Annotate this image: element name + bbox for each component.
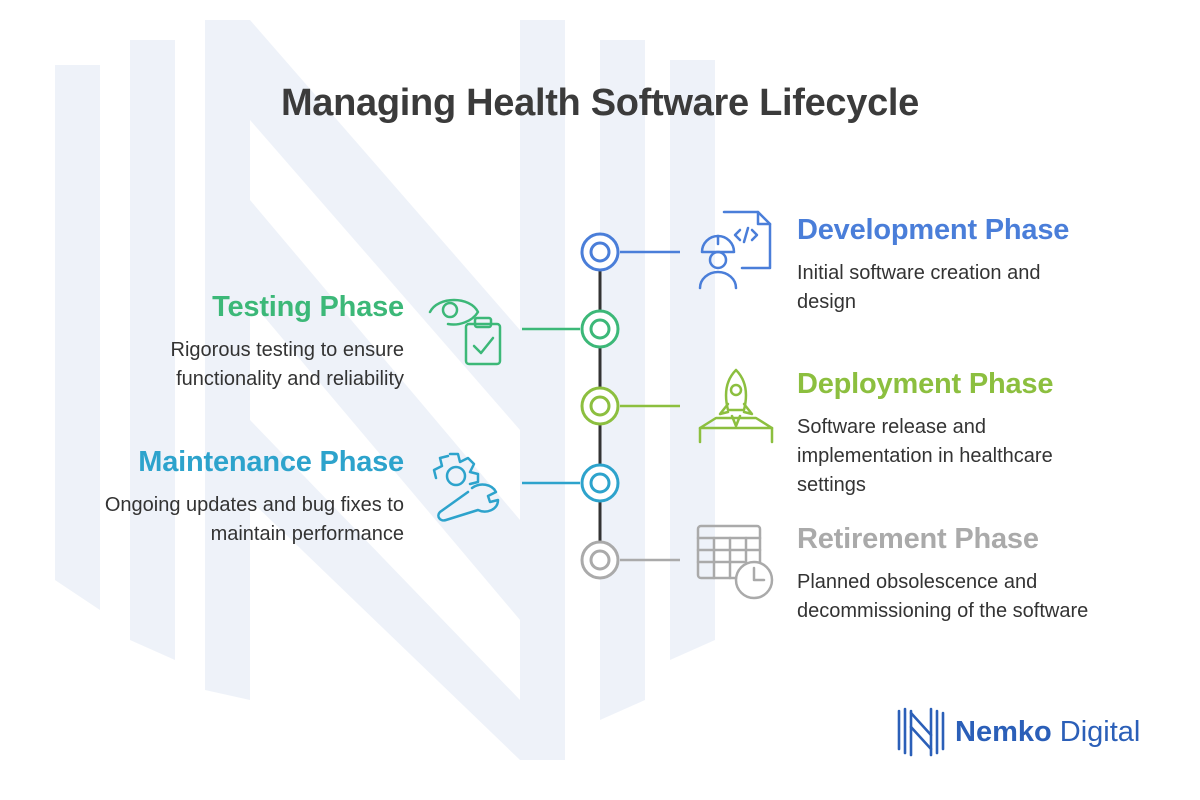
deployment-phase-description: Software release and implementation in h… (797, 413, 1177, 500)
logo-wordmark: Nemko Digital (955, 716, 1140, 749)
development-node (580, 232, 620, 272)
maintenance-phase-title: Maintenance Phase (138, 446, 404, 478)
development-phase-description: Initial software creation and design (797, 259, 1177, 317)
logo-name-light: Digital (1051, 715, 1141, 748)
development-desc-line: Initial software creation and (797, 262, 1041, 284)
logo-name-bold: Nemko (955, 715, 1052, 748)
wrench-gear-icon (432, 452, 500, 522)
testing-node (580, 309, 620, 349)
eye-clipboard-check-icon (428, 298, 502, 366)
testing-phase: Testing Phase Rigorous testing to ensure… (20, 291, 405, 394)
retirement-desc-line: decommissioning of the software (797, 600, 1089, 622)
maintenance-phase-description: Ongoing updates and bug fixes to maintai… (20, 491, 404, 549)
developer-code-icon (698, 210, 772, 290)
testing-phase-title: Testing Phase (212, 291, 404, 323)
testing-desc-line: Rigorous testing to ensure (170, 339, 404, 361)
deployment-desc-line: implementation in healthcare (797, 445, 1053, 467)
rocket-launch-icon (698, 368, 774, 444)
deployment-desc-line: settings (797, 474, 866, 496)
maintenance-phase: Maintenance Phase Ongoing updates and bu… (20, 446, 404, 549)
nemko-logo-icon (897, 707, 945, 757)
development-phase-title: Development Phase (797, 214, 1070, 246)
retirement-desc-line: Planned obsolescence and (797, 571, 1038, 593)
maintenance-node (580, 463, 620, 503)
nemko-digital-logo: Nemko Digital (893, 706, 1140, 758)
maintenance-desc-line: Ongoing updates and bug fixes to (104, 494, 404, 516)
deployment-node (580, 386, 620, 426)
testing-desc-line: functionality and reliability (176, 368, 404, 390)
testing-phase-description: Rigorous testing to ensure functionality… (20, 336, 404, 394)
development-desc-line: design (797, 291, 856, 313)
deployment-phase: Deployment Phase Software release and im… (797, 368, 1177, 500)
deployment-desc-line: Software release and (797, 416, 987, 438)
maintenance-desc-line: maintain performance (210, 523, 404, 545)
retirement-phase-description: Planned obsolescence and decommissioning… (797, 568, 1187, 626)
deployment-phase-title: Deployment Phase (797, 368, 1054, 400)
calendar-clock-icon (696, 524, 774, 600)
retirement-phase-title: Retirement Phase (797, 523, 1039, 555)
page-title: Managing Health Software Lifecycle (280, 82, 920, 124)
retirement-node (580, 540, 620, 580)
retirement-phase: Retirement Phase Planned obsolescence an… (797, 523, 1187, 626)
development-phase: Development Phase Initial software creat… (797, 214, 1177, 317)
